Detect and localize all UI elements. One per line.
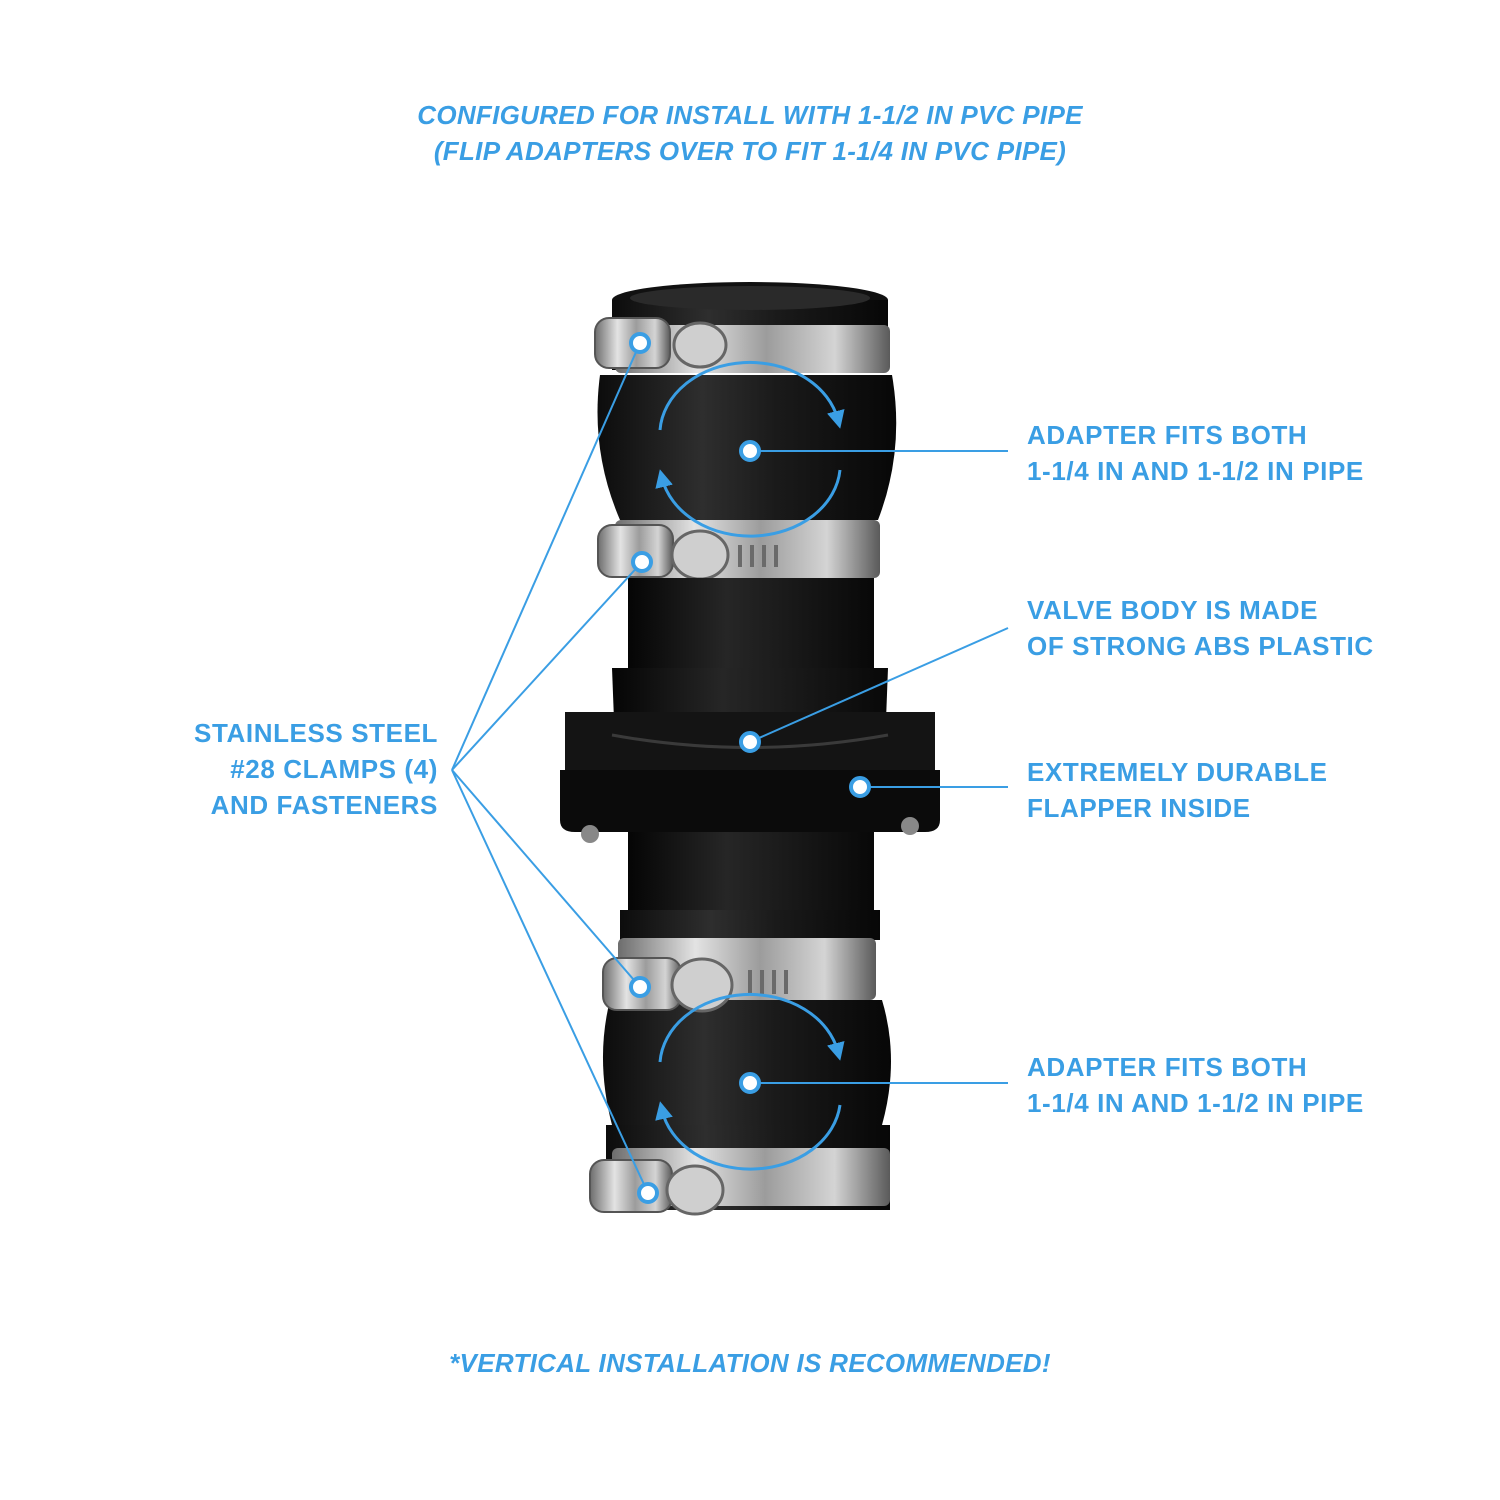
top-clamp-lower bbox=[597, 520, 880, 581]
callout-dot-icon bbox=[739, 440, 761, 462]
callout-label: STAINLESS STEEL bbox=[194, 718, 438, 748]
callout-label: ADAPTER FITS BOTH bbox=[1027, 1052, 1308, 1082]
callout-label: VALVE BODY IS MADE bbox=[1027, 595, 1319, 625]
upper-pipe bbox=[612, 578, 888, 720]
callout-label: OF STRONG ABS PLASTIC bbox=[1027, 631, 1374, 661]
callout-label: AND FASTENERS bbox=[210, 790, 438, 820]
callout-adapter-bottom: ADAPTER FITS BOTH 1-1/4 IN AND 1-1/2 IN … bbox=[1027, 1049, 1364, 1121]
footer-note: *VERTICAL INSTALLATION IS RECOMMENDED! bbox=[449, 1348, 1051, 1378]
header-line-1: CONFIGURED FOR INSTALL WITH 1-1/2 IN PVC… bbox=[417, 100, 1083, 130]
bottom-clamp-lower bbox=[589, 1148, 890, 1216]
callout-label: #28 CLAMPS (4) bbox=[230, 754, 438, 784]
callout-label: 1-1/4 IN AND 1-1/2 IN PIPE bbox=[1027, 456, 1364, 486]
callout-label: ADAPTER FITS BOTH bbox=[1027, 420, 1308, 450]
rotate-arrow-icon-top bbox=[655, 360, 845, 538]
callout-label: EXTREMELY DURABLE bbox=[1027, 757, 1328, 787]
callout-lines-left bbox=[451, 342, 649, 1194]
callout-dot-icon bbox=[631, 551, 653, 573]
callout-dot-icon bbox=[739, 1072, 761, 1094]
lower-pipe bbox=[628, 832, 874, 912]
callout-dot-icon bbox=[637, 1182, 659, 1204]
callout-adapter-top: ADAPTER FITS BOTH 1-1/4 IN AND 1-1/2 IN … bbox=[1027, 417, 1364, 489]
callout-flapper: EXTREMELY DURABLE FLAPPER INSIDE bbox=[1027, 754, 1328, 826]
header-note: CONFIGURED FOR INSTALL WITH 1-1/2 IN PVC… bbox=[0, 100, 1500, 172]
callout-label: FLAPPER INSIDE bbox=[1027, 793, 1251, 823]
header-line-2: (FLIP ADAPTERS OVER TO FIT 1-1/4 IN PVC … bbox=[433, 136, 1067, 166]
callout-dot-icon bbox=[739, 731, 761, 753]
top-clamp-upper bbox=[594, 317, 890, 373]
callout-clamps: STAINLESS STEEL #28 CLAMPS (4) AND FASTE… bbox=[100, 715, 438, 823]
callout-lines-right bbox=[749, 450, 1009, 1084]
callout-dot-icons bbox=[629, 332, 871, 1204]
callout-dot-icon bbox=[629, 332, 651, 354]
callout-dot-icon bbox=[629, 976, 651, 998]
rotate-arrow-icon-bottom bbox=[655, 992, 845, 1171]
callout-dot-icon bbox=[849, 776, 871, 798]
callout-valve-body: VALVE BODY IS MADE OF STRONG ABS PLASTIC bbox=[1027, 592, 1374, 664]
callout-label: 1-1/4 IN AND 1-1/2 IN PIPE bbox=[1027, 1088, 1364, 1118]
